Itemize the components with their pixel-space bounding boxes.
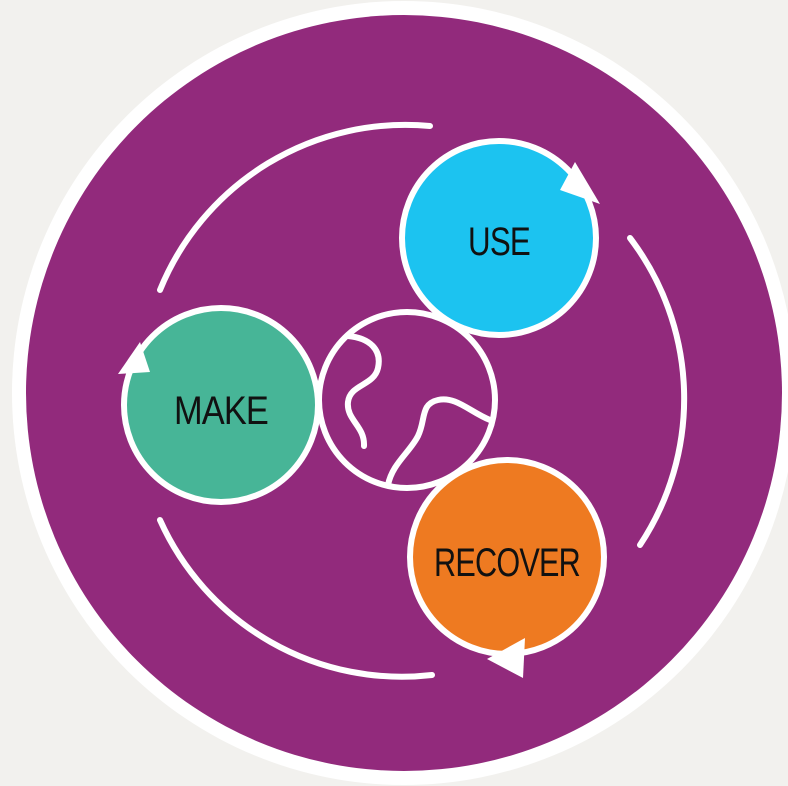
node-recover: RECOVER [407,457,607,678]
node-use: USE [399,138,600,338]
cycle-arc-top [157,121,433,293]
use-circle [399,138,599,338]
use-label: USE [468,220,530,264]
triangle-arrowhead-icon [560,162,600,204]
globe-icon [316,309,498,491]
cycle-arc-bottom [157,517,435,680]
cycle-arc-right [627,235,688,548]
triangle-arrowhead-icon [118,342,150,374]
node-make: MAKE [118,305,321,505]
make-label: MAKE [174,389,268,433]
triangle-arrowhead-icon [487,638,525,678]
recover-label: RECOVER [434,541,580,585]
